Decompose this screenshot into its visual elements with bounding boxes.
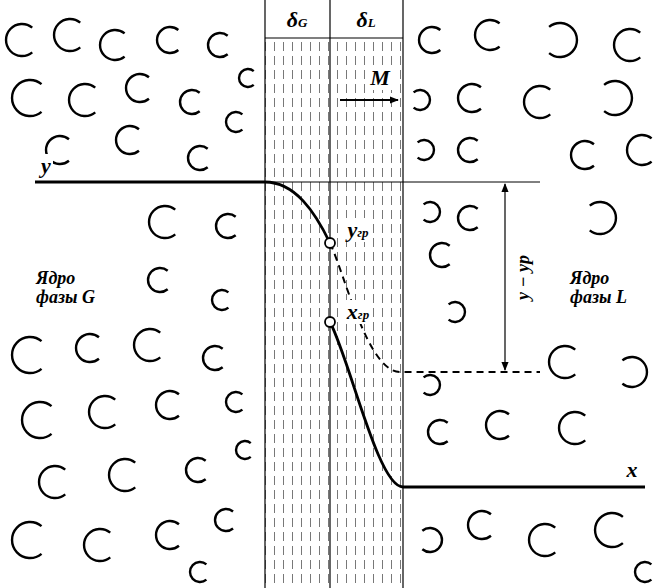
eddy-symbol: [215, 509, 233, 531]
eddy-symbol: [590, 202, 616, 234]
interface-point: [325, 317, 335, 327]
extension-line: [265, 182, 540, 183]
flux-arrow: [340, 99, 398, 101]
eddy-symbol: [614, 29, 640, 61]
eddy-symbol: [76, 334, 99, 362]
phase-core-label: Ядро фазы G: [33, 267, 111, 309]
eddy-symbol: [430, 243, 450, 267]
eddy-symbol: [524, 86, 550, 118]
eddy-symbol: [126, 74, 149, 102]
eddy-symbol: [424, 202, 440, 222]
liquid-concentration-curve: [330, 322, 645, 487]
film-boundary: [264, 0, 265, 588]
interface-point: [325, 238, 335, 248]
eddy-symbol: [190, 562, 206, 582]
eddy-symbol: [156, 521, 179, 549]
eddy-symbol: [157, 27, 178, 53]
eddy-symbol: [12, 80, 41, 116]
eddy-symbol: [458, 84, 481, 112]
eddy-symbol: [54, 19, 80, 51]
gas-concentration-curve: [35, 182, 330, 243]
eddy-symbol: [559, 412, 585, 444]
eddy-symbol: [12, 522, 41, 558]
eddy-symbol: [39, 466, 65, 498]
flux-label: M: [368, 66, 392, 89]
eddy-symbol: [89, 396, 115, 428]
eddy-symbol: [622, 357, 647, 387]
eddy-symbol: [208, 33, 228, 57]
film-boundary: [402, 0, 403, 588]
eddy-symbol: [627, 135, 652, 165]
eddy-symbol: [549, 23, 577, 57]
interface-value-label: xгр: [345, 300, 371, 323]
eddy-symbol: [188, 146, 208, 170]
eddy-symbol: [414, 90, 430, 110]
eddy-symbol: [428, 420, 448, 444]
interface-value-label: yгр: [345, 218, 370, 241]
eddy-symbol: [236, 441, 251, 459]
eddy-symbol: [180, 90, 200, 114]
eddy-symbol: [239, 69, 254, 87]
eddy-symbol: [226, 112, 242, 132]
eddy-symbol: [100, 30, 125, 60]
eddy-symbol: [604, 81, 632, 115]
eddy-symbol: [419, 27, 440, 53]
eddy-symbol: [84, 529, 110, 561]
eddy-symbol: [635, 562, 651, 582]
equilibrium-curve: [330, 243, 540, 372]
eddy-symbol: [468, 511, 491, 539]
eddy-symbol: [486, 411, 509, 439]
eddy-symbol: [458, 206, 478, 230]
eddy-symbol: [529, 524, 555, 556]
eddy-symbol: [203, 346, 223, 370]
eddy-symbol: [212, 290, 228, 310]
eddy-symbol: [595, 513, 623, 547]
eddy-symbol: [216, 214, 236, 238]
axis-label: y: [39, 154, 53, 177]
phase-core-label: Ядро фазы L: [567, 267, 645, 309]
interface-line: [329, 0, 330, 588]
eddy-symbol: [156, 391, 179, 419]
eddy-symbol: [109, 459, 135, 491]
eddy-symbol: [149, 206, 175, 238]
dimension-arrow: [504, 184, 505, 370]
eddy-symbol: [424, 375, 440, 395]
eddy-symbol: [418, 140, 434, 160]
eddy-symbol: [186, 458, 206, 482]
eddy-symbol: [148, 268, 168, 292]
eddy-symbol: [449, 302, 465, 322]
eddy-symbol: [422, 528, 442, 552]
eddy-symbol: [571, 141, 594, 169]
eddy-symbol: [226, 392, 242, 412]
film-thickness-label: δL: [354, 8, 377, 31]
eddy-symbol: [549, 346, 575, 378]
axis-label: x: [625, 458, 640, 481]
film-hatching: [265, 38, 403, 588]
eddy-symbol: [116, 126, 139, 154]
eddy-symbol: [12, 337, 41, 373]
eddy-symbol: [134, 329, 160, 361]
film-dimension-line: [265, 37, 403, 38]
eddy-group: [6, 19, 652, 582]
film-thickness-label: δG: [285, 8, 310, 31]
eddy-symbol: [475, 20, 500, 50]
eddy-symbol: [6, 24, 32, 56]
eddy-symbol: [458, 138, 478, 162]
eddy-symbol: [22, 402, 51, 438]
driving-force-label: y − yр: [514, 253, 533, 302]
eddy-symbol: [69, 84, 95, 116]
